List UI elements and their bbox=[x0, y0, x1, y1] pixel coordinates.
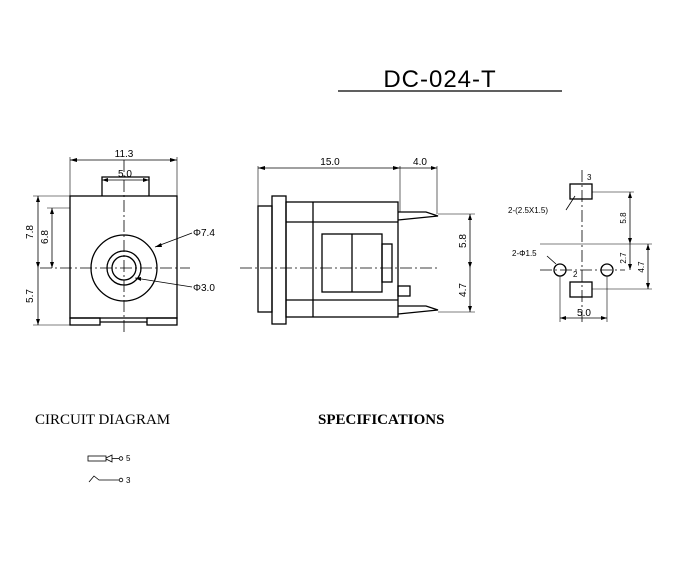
outer-diameter-label: Φ7.4 bbox=[193, 228, 215, 239]
circuit-pin5-label: 5 bbox=[126, 454, 131, 463]
side-upper-pin-dim: 5.8 bbox=[458, 234, 469, 248]
circuit-pin3-label: 3 bbox=[126, 476, 131, 485]
side-pin-reach-dim: 4.0 bbox=[413, 157, 427, 168]
pcb-footprint: 3 2 2-(2.5X1.5) 2-Φ1.5 5.8 2.7 4.7 5.0 bbox=[508, 170, 652, 322]
front-upper-height-dim: 7.8 bbox=[25, 225, 36, 239]
front-lower-height-dim: 5.7 bbox=[25, 289, 36, 303]
front-inner-height-dim: 6.8 bbox=[40, 230, 51, 244]
front-tab-dim: 5.0 bbox=[118, 169, 132, 180]
footprint-height-dim: 5.8 bbox=[619, 212, 628, 224]
side-lower-pin-dim: 4.7 bbox=[458, 283, 469, 297]
footprint-width-dim: 5.0 bbox=[577, 308, 591, 319]
footprint-lower-dim: 4.7 bbox=[637, 261, 646, 273]
circuit-diagram-heading: CIRCUIT DIAGRAM bbox=[35, 412, 170, 428]
specifications-heading: SPECIFICATIONS bbox=[318, 412, 444, 428]
pin3-label: 3 bbox=[587, 173, 592, 182]
footprint-offset-dim: 2.7 bbox=[619, 252, 628, 264]
side-length-dim: 15.0 bbox=[320, 157, 340, 168]
front-view: 11.3 5.0 7.8 6.8 5.7 Φ7.4 Φ3.0 bbox=[25, 149, 215, 333]
hole-size-label: 2-Φ1.5 bbox=[512, 249, 537, 258]
pad-size-label: 2-(2.5X1.5) bbox=[508, 206, 548, 215]
inner-diameter-label: Φ3.0 bbox=[193, 283, 215, 294]
pin2-label: 2 bbox=[573, 270, 578, 279]
circuit-symbol: 5 3 bbox=[87, 454, 131, 485]
side-view: 15.0 4.0 5.8 4.7 bbox=[240, 157, 475, 325]
front-width-dim: 11.3 bbox=[115, 149, 134, 160]
part-title: DC-024-T bbox=[383, 66, 496, 93]
